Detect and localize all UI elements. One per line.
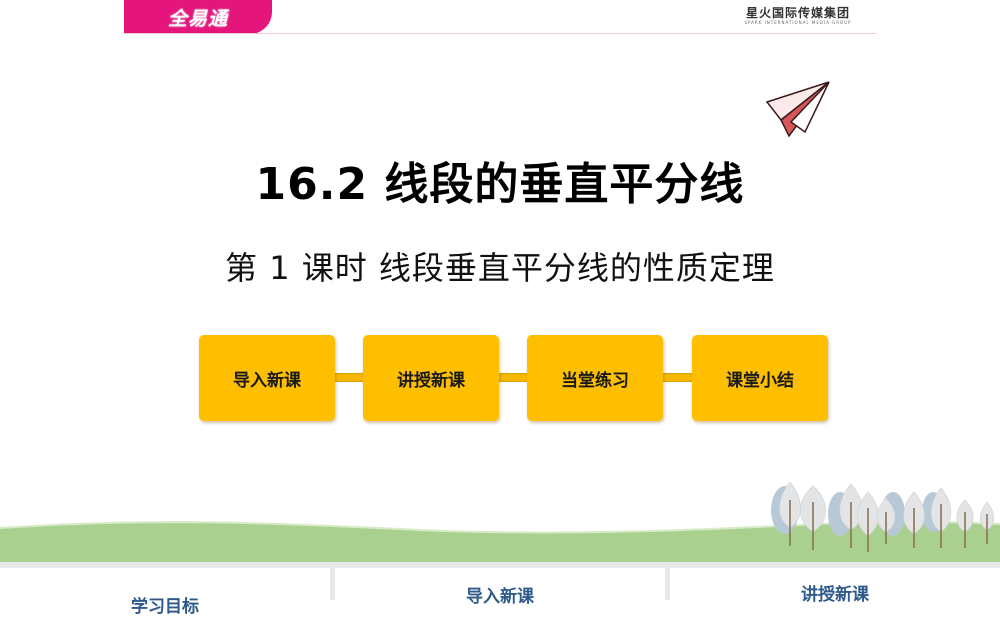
thumbnail-intro[interactable]: 导入新课: [335, 568, 665, 607]
nav-intro-button[interactable]: 导入新课: [199, 335, 335, 421]
nav-connector: [317, 373, 377, 382]
publisher-name: 星火国际传媒集团: [745, 6, 850, 20]
brand-logo: 全易通: [124, 0, 272, 34]
thumbnail-lecture[interactable]: 讲授新课: [670, 568, 1000, 605]
nav-label: 讲授新课: [397, 370, 465, 391]
nav-summary-button[interactable]: 课堂小结: [692, 335, 828, 421]
nav-lecture-button[interactable]: 讲授新课: [363, 335, 499, 421]
paper-plane-icon: [765, 81, 830, 138]
logo-text: 全易通: [167, 7, 228, 30]
header-divider: [124, 33, 876, 34]
nav-label: 当堂练习: [561, 370, 629, 391]
lesson-title: 16.2 线段的垂直平分线: [255, 159, 745, 210]
nav-practice-button[interactable]: 当堂练习: [527, 335, 663, 421]
nav-label: 课堂小结: [726, 370, 794, 391]
nav-connector: [647, 373, 707, 382]
publisher-name-en: SPARK INTERNATIONAL MEDIA GROUP: [744, 20, 852, 25]
nav-connector: [482, 373, 542, 382]
thumbnail-title: 导入新课: [466, 587, 534, 607]
publisher-logo: 星火国际传媒集团 SPARK INTERNATIONAL MEDIA GROUP: [743, 6, 853, 26]
trees-illustration: [771, 481, 995, 552]
thumbnail-title: 学习目标: [131, 597, 199, 617]
nav-label: 导入新课: [233, 370, 301, 391]
thumbnail-title: 讲授新课: [801, 585, 869, 605]
slide: 全易通 星火国际传媒集团 SPARK INTERNATIONAL MEDIA G…: [0, 0, 1000, 562]
lesson-subtitle: 第 1 课时 线段垂直平分线的性质定理: [225, 249, 775, 287]
thumbnail-learning-goals[interactable]: 学习目标: [0, 568, 330, 617]
